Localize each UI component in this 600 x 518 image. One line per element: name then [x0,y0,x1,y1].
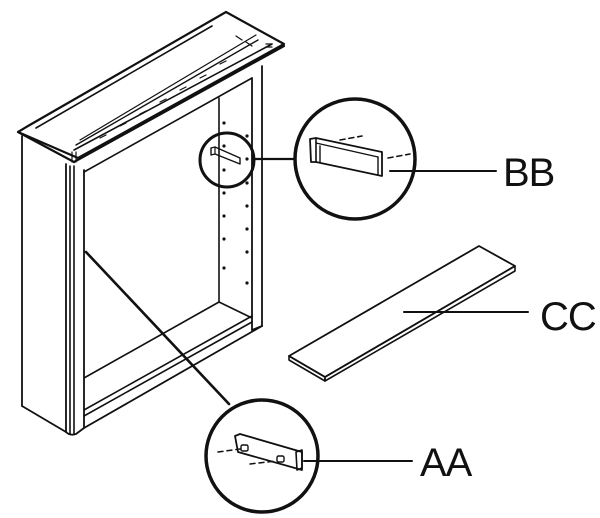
wall-bracket-icon [217,433,303,471]
shelf-panel-icon [288,245,516,382]
part-label-bb: BB [503,151,554,195]
cabinet-right-side [218,65,263,331]
shelf-support-clip-icon [309,135,411,177]
callout-cc: CC [288,245,597,382]
cabinet-top-crown [16,10,286,164]
callout-aa-pointer [84,250,231,406]
callout-aa-magnified-circle [204,398,320,514]
shelf-pin-holes [222,121,249,285]
cabinet-bottom-shelf [83,301,263,429]
callout-bb-magnified-circle [293,97,417,221]
part-label-cc: CC [540,295,596,339]
callout-aa: AA [84,250,474,514]
shelf-clip-installed-icon [210,146,241,165]
cabinet-left-side [21,135,85,436]
part-label-aa: AA [420,441,473,485]
callout-bb: BB [198,97,555,221]
cabinet-frame [16,10,286,436]
